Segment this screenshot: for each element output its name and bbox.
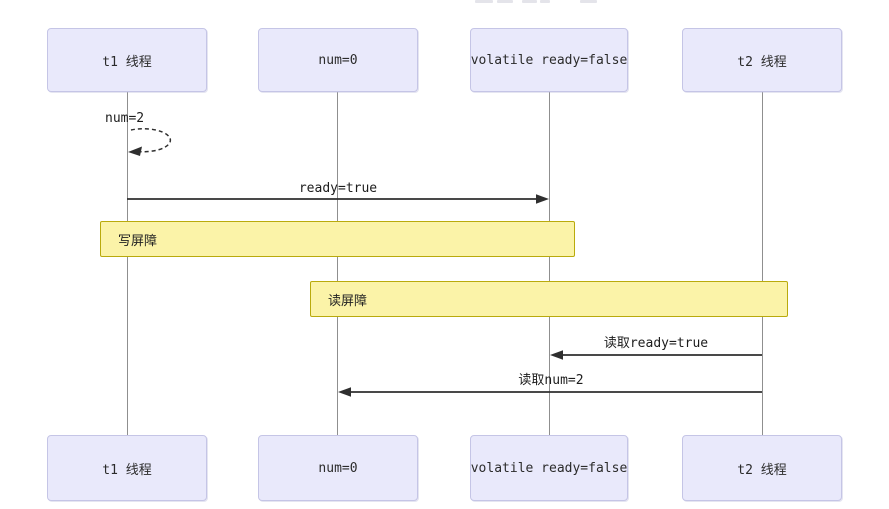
write-barrier-note: 写屏障 [100,221,575,257]
clipped-title-fragment [580,0,597,3]
read-ready-message-label: 读取ready=true [603,336,709,351]
read-ready-arrowhead-icon [550,350,563,360]
self-message-arrowhead-icon [128,146,142,156]
clipped-title-fragment [540,0,550,3]
write-ready-message-label: ready=true [298,181,378,196]
participant-top-t1: t1 线程 [47,28,207,92]
participant-label: t1 线程 [102,54,152,70]
participant-bottom-num: num=0 [258,435,418,501]
clipped-title-fragment [497,0,513,3]
participant-label: t1 线程 [102,462,152,478]
participant-label: t2 线程 [737,462,787,478]
participant-label: t2 线程 [737,54,787,70]
clipped-title-fragment [522,0,537,3]
read-barrier-label: 读屏障 [328,293,368,309]
lifeline-volatile-ready [549,92,550,435]
read-num-arrowhead-icon [338,387,351,397]
participant-label: volatile ready=false [470,460,628,476]
participant-label: num=0 [318,460,358,476]
clipped-title-fragment [475,0,493,3]
participant-label: num=0 [318,52,358,68]
participant-top-t2: t2 线程 [682,28,842,92]
write-barrier-label: 写屏障 [118,233,158,249]
self-message-dashed-loop [130,127,172,153]
write-ready-arrowhead-icon [536,194,549,204]
read-num-message-label: 读取num=2 [518,373,584,388]
participant-top-volatile-ready: volatile ready=false [470,28,628,92]
lifeline-num [337,92,338,435]
lifeline-t2 [762,92,763,435]
participant-bottom-volatile-ready: volatile ready=false [470,435,628,501]
participant-top-num: num=0 [258,28,418,92]
self-message-label: num=2 [105,111,145,126]
lifeline-t1 [127,92,128,435]
participant-label: volatile ready=false [470,52,628,68]
participant-bottom-t1: t1 线程 [47,435,207,501]
read-barrier-note: 读屏障 [310,281,788,317]
participant-bottom-t2: t2 线程 [682,435,842,501]
